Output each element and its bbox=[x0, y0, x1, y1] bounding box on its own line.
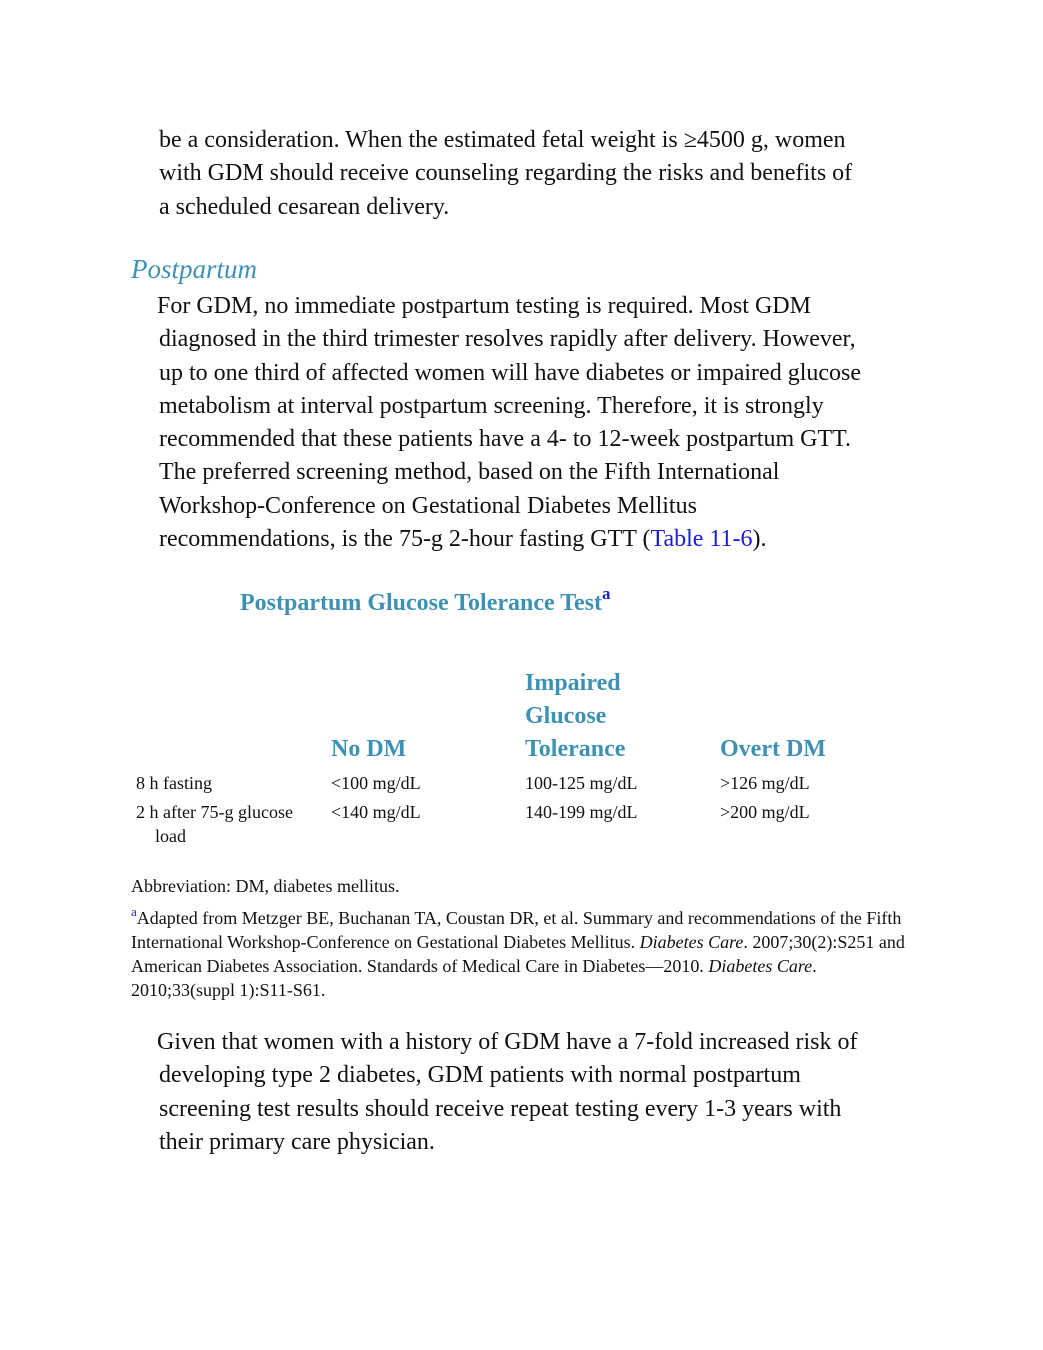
paragraph-line: screening test results should receive re… bbox=[159, 1095, 842, 1122]
paragraph-line: developing type 2 diabetes, GDM patients… bbox=[159, 1062, 801, 1089]
footnote-marker-link[interactable]: a bbox=[602, 584, 611, 603]
table-row-label: 2 h after 75-g glucose load bbox=[136, 800, 316, 848]
source-text: . 2010;33(suppl 1):S11-S61. bbox=[131, 956, 817, 1000]
body-paragraph-continuation: be a consideration. When the estimated f… bbox=[159, 124, 919, 224]
table-cell: >126 mg/dL bbox=[720, 773, 810, 793]
paragraph-line: Workshop-Conference on Gestational Diabe… bbox=[159, 492, 697, 519]
paragraph-line: with GDM should receive counseling regar… bbox=[159, 160, 853, 187]
table-cell: <140 mg/dL bbox=[331, 802, 421, 822]
header-line: Impaired bbox=[525, 670, 621, 696]
paragraph-line: be a consideration. When the estimated f… bbox=[159, 127, 846, 153]
header-line: Tolerance bbox=[525, 736, 626, 762]
source-text: Adapted from Metzger BE, Buchanan TA, Co… bbox=[131, 908, 902, 952]
footnote-marker: a bbox=[131, 904, 137, 919]
header-line: Glucose bbox=[525, 703, 607, 729]
paragraph-line: For GDM, no immediate postpartum testing… bbox=[157, 293, 811, 319]
line-text: ). bbox=[752, 526, 767, 553]
line-text: recommendations, is the 75-g 2-hour fast… bbox=[159, 526, 651, 553]
paragraph-line: Given that women with a history of GDM h… bbox=[157, 1029, 858, 1055]
table-abbreviation-note: Abbreviation: DM, diabetes mellitus. bbox=[131, 876, 400, 896]
body-paragraph-postpartum: For GDM, no immediate postpartum testing… bbox=[157, 290, 919, 556]
body-paragraph-followup: Given that women with a history of GDM h… bbox=[157, 1026, 919, 1159]
table-source-note: aAdapted from Metzger BE, Buchanan TA, C… bbox=[131, 901, 921, 1002]
paragraph-line: recommendations, is the 75-g 2-hour fast… bbox=[159, 523, 919, 556]
table-title: Postpartum Glucose Tolerance Testa bbox=[240, 584, 611, 617]
journal-name: Diabetes Care bbox=[708, 956, 813, 976]
column-header-overt-dm: Overt DM bbox=[720, 736, 826, 762]
table-cell: >200 mg/dL bbox=[720, 802, 810, 822]
row-label-continuation: load bbox=[155, 826, 186, 846]
column-header-no-dm: No DM bbox=[331, 736, 407, 762]
column-header-impaired-glucose-tolerance: Impaired Glucose Tolerance bbox=[525, 667, 665, 766]
paragraph-line: metabolism at interval postpartum screen… bbox=[159, 392, 824, 419]
source-text: . 2007;30(2):S251 and American Diabetes … bbox=[131, 932, 905, 976]
table-row-label: 8 h fasting bbox=[136, 773, 212, 793]
table-cell: 140-199 mg/dL bbox=[525, 802, 638, 822]
paragraph-line: diagnosed in the third trimester resolve… bbox=[159, 326, 856, 353]
table-cell: <100 mg/dL bbox=[331, 773, 421, 793]
paragraph-line: a scheduled cesarean delivery. bbox=[159, 193, 450, 220]
table-reference-link[interactable]: Table 11-6 bbox=[650, 526, 753, 553]
row-label-text: 2 h after 75-g glucose bbox=[136, 802, 293, 822]
journal-name: Diabetes Care bbox=[639, 932, 744, 952]
paragraph-line: recommended that these patients have a 4… bbox=[159, 426, 851, 453]
paragraph-line: up to one third of affected women will h… bbox=[159, 359, 861, 386]
paragraph-line: The preferred screening method, based on… bbox=[159, 459, 780, 486]
paragraph-line: their primary care physician. bbox=[159, 1128, 435, 1155]
section-heading-postpartum: Postpartum bbox=[131, 254, 258, 284]
table-title-text: Postpartum Glucose Tolerance Test bbox=[240, 590, 603, 616]
table-cell: 100-125 mg/dL bbox=[525, 773, 638, 793]
